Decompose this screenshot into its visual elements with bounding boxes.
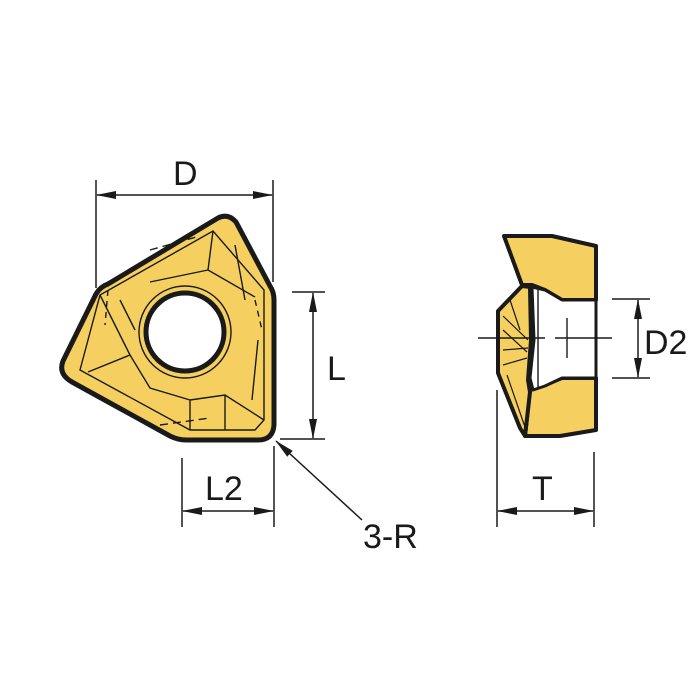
radius-leader: 3-R [275, 440, 418, 556]
label-D: D [173, 155, 198, 193]
dimension-D: D [95, 155, 274, 288]
label-3-R: 3-R [363, 518, 418, 556]
label-D2: D2 [644, 324, 687, 362]
label-L2: L2 [205, 470, 243, 508]
label-L: L [327, 350, 346, 388]
dimension-T: T [496, 390, 595, 527]
side-view [478, 234, 612, 438]
center-hole [143, 290, 227, 374]
hole-ring [138, 285, 232, 379]
label-T: T [532, 470, 553, 508]
dimension-L: L [280, 291, 346, 440]
top-view [59, 213, 277, 443]
facet-lines [79, 230, 265, 431]
dimension-L2: L2 [181, 446, 275, 527]
dimension-D2: D2 [612, 298, 687, 379]
center-lines [478, 318, 612, 358]
